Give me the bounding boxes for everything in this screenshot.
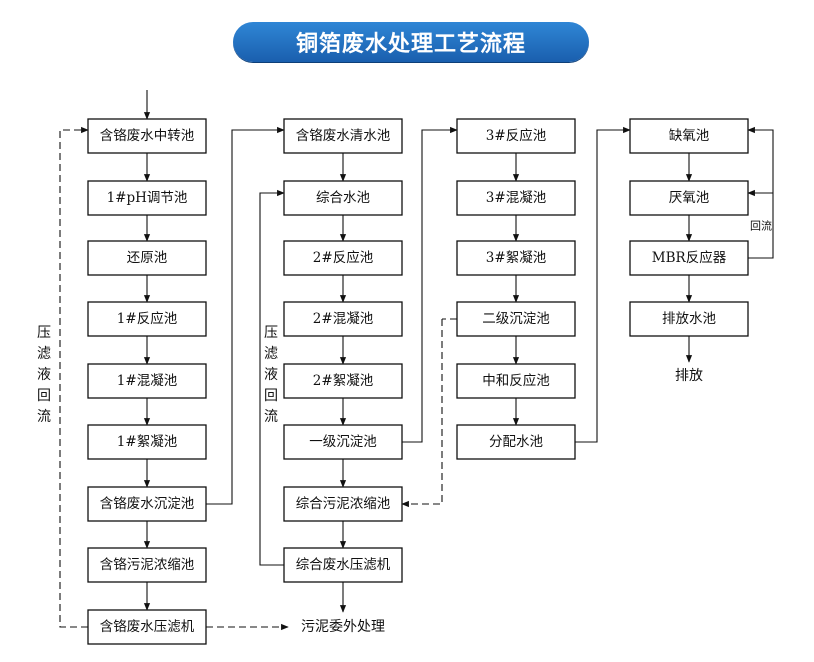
process-box-label: 1#絮凝池 xyxy=(117,433,177,450)
process-box-label: 3#絮凝池 xyxy=(486,249,546,266)
process-box-label: 缺氧池 xyxy=(669,128,710,144)
process-box-label: 3#反应池 xyxy=(486,127,546,144)
process-box-column3-2 xyxy=(456,180,576,216)
process-box-column1-1 xyxy=(87,118,207,154)
flow-to-anoxic xyxy=(575,126,631,443)
process-box-label: 1#反应池 xyxy=(117,310,177,327)
reflux-label: 回流 xyxy=(750,219,772,233)
process-box-label: 还原池 xyxy=(127,250,168,266)
process-box-column4-1 xyxy=(629,118,749,154)
filtrate-return-left-char: 回 xyxy=(37,388,51,404)
process-box-label: 一级沉淀池 xyxy=(309,434,377,450)
filtrate-return-mid xyxy=(259,189,285,566)
process-box-column1-5 xyxy=(87,363,207,399)
process-box-label: 厌氧池 xyxy=(669,190,710,206)
process-box-column2-5 xyxy=(283,363,403,399)
flow-labels: 含铬废水中转池1#pH调节池还原池1#反应池1#混凝池1#絮凝池含铬废水沉淀池含… xyxy=(37,127,772,635)
process-box-label: 综合废水压滤机 xyxy=(296,557,391,573)
process-box-column4-3 xyxy=(629,240,749,276)
process-units xyxy=(87,118,749,645)
process-box-column3-4 xyxy=(456,301,576,337)
filtrate-return-left-char: 滤 xyxy=(37,346,51,362)
process-box-label: 2#反应池 xyxy=(313,249,373,266)
process-box-label: MBR反应器 xyxy=(652,249,727,266)
discharge-label: 排放 xyxy=(675,368,703,384)
process-box-column2-1 xyxy=(283,118,403,154)
filtrate-return-mid-char: 回 xyxy=(264,388,278,404)
process-box-column3-1 xyxy=(456,118,576,154)
process-box-column1-4 xyxy=(87,301,207,337)
process-box-column1-7 xyxy=(87,486,207,522)
process-box-column2-7 xyxy=(283,486,403,522)
page-title: 铜箔废水处理工艺流程 xyxy=(233,22,589,62)
sludge-from-secondary-settling xyxy=(401,319,443,508)
process-box-column1-8 xyxy=(87,547,207,583)
process-box-label: 含铬废水压滤机 xyxy=(100,619,195,635)
sludge-disposal-label: 污泥委外处理 xyxy=(301,619,385,635)
process-box-label: 排放水池 xyxy=(662,311,716,327)
process-box-column3-5 xyxy=(456,363,576,399)
process-box-column3-3 xyxy=(456,240,576,276)
process-box-column1-2 xyxy=(87,180,207,216)
process-box-label: 1#pH调节池 xyxy=(107,190,188,206)
filtrate-return-mid-char: 滤 xyxy=(264,346,278,362)
process-box-column1-3 xyxy=(87,240,207,276)
process-box-column2-3 xyxy=(283,240,403,276)
filtrate-return-mid-char: 流 xyxy=(264,409,278,425)
process-box-column3-6 xyxy=(456,424,576,460)
flow-to-reaction-3 xyxy=(402,126,458,443)
process-box-label: 1#混凝池 xyxy=(117,373,177,389)
flow-to-clear-water xyxy=(206,126,285,505)
process-box-column2-6 xyxy=(283,424,403,460)
process-box-label: 综合污泥浓缩池 xyxy=(296,496,391,512)
process-box-column2-4 xyxy=(283,301,403,337)
filtrate-return-left-char: 压 xyxy=(37,325,51,341)
process-box-label: 分配水池 xyxy=(489,434,543,450)
process-box-label: 含铬废水中转池 xyxy=(100,128,195,144)
process-box-label: 2#混凝池 xyxy=(313,311,373,327)
filtrate-return-mid-char: 压 xyxy=(264,325,278,341)
process-box-label: 含铬废水沉淀池 xyxy=(100,496,195,512)
process-box-column4-4 xyxy=(629,301,749,337)
process-box-column1-6 xyxy=(87,424,207,460)
process-box-label: 二级沉淀池 xyxy=(482,311,550,327)
process-box-column1-9 xyxy=(87,609,207,645)
process-box-label: 含铬污泥浓缩池 xyxy=(100,557,195,573)
process-box-label: 综合水池 xyxy=(316,190,370,206)
process-box-column4-2 xyxy=(629,180,749,216)
process-box-label: 2#絮凝池 xyxy=(313,372,373,389)
filtrate-return-left-char: 液 xyxy=(37,367,51,383)
flow-connectors xyxy=(59,90,774,631)
filtrate-return-left xyxy=(59,126,89,628)
process-box-label: 3#混凝池 xyxy=(486,190,546,206)
filtrate-return-mid-char: 液 xyxy=(264,367,278,383)
process-box-label: 中和反应池 xyxy=(482,372,550,389)
process-box-label: 含铬废水清水池 xyxy=(296,128,391,144)
filtrate-return-left-char: 流 xyxy=(37,409,51,425)
process-box-column2-8 xyxy=(283,547,403,583)
reflux-to-anoxic xyxy=(747,126,774,259)
process-box-column2-2 xyxy=(283,180,403,216)
